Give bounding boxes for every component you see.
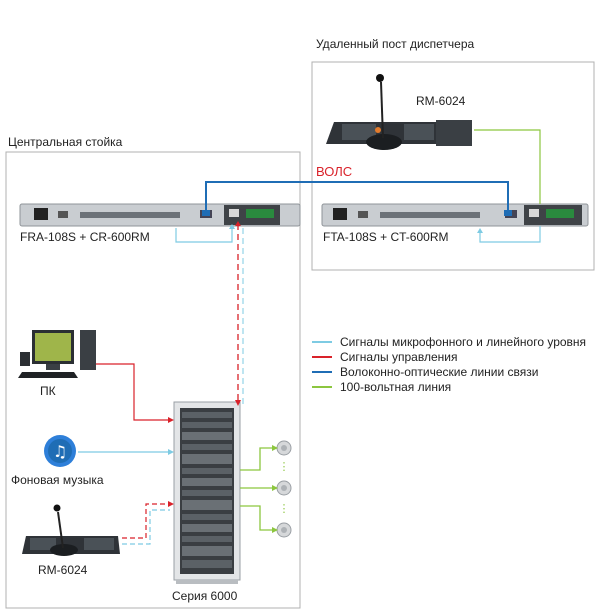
speaker-line-1 (240, 447, 274, 471)
legend-label: Волоконно-оптические линии связи (340, 364, 539, 379)
fiber-port-right (504, 210, 512, 216)
rm-bottom-arrow (168, 501, 174, 507)
svg-text:⋮: ⋮ (279, 503, 290, 515)
mic-link-fra (175, 226, 233, 243)
pc-control-link (96, 363, 170, 421)
speaker-arrow-1 (272, 445, 278, 451)
mic-arrow-fta (477, 228, 483, 233)
legend-item: Сигналы управления (312, 349, 586, 364)
speaker-group: ⋮ ⋮ (276, 440, 292, 538)
pc-computer (18, 330, 96, 378)
remote-post-frame (311, 61, 595, 271)
speaker-arrow-3 (272, 527, 278, 533)
speaker-line-3 (240, 505, 274, 531)
central-rack-label: Центральная стойка (8, 135, 123, 149)
svg-text:⋮: ⋮ (279, 461, 290, 473)
svg-text:♫: ♫ (53, 442, 67, 461)
rm-bottom-mic-link (122, 509, 170, 545)
fta-label: FTA-108S + CT-600RM (323, 230, 449, 244)
music-label: Фоновая музыка (11, 473, 104, 487)
speaker-arrow-2 (272, 485, 278, 491)
rm-top-label: RM-6024 (416, 94, 466, 108)
legend-swatch (312, 340, 332, 343)
remote-microphone-bottom (22, 504, 120, 556)
rm-bottom-control-link (122, 503, 170, 539)
series-label: Серия 6000 (172, 589, 238, 603)
legend-swatch (312, 385, 332, 388)
remote-microphone-top (326, 74, 472, 150)
fiber-label: ВОЛС (316, 164, 353, 179)
legend-label: Сигналы микрофонного и линейного уровня (340, 334, 587, 349)
legend-item: Сигналы микрофонного и линейного уровня (312, 334, 586, 349)
music-arrow (168, 449, 174, 455)
legend-swatch (312, 370, 332, 373)
mic-arrow-fra (229, 224, 235, 229)
legend-item: Волоконно-оптические линии связи (312, 364, 586, 379)
pc-label: ПК (40, 384, 56, 398)
fta-unit (321, 203, 589, 227)
music-note-icon: ♫ (44, 435, 76, 467)
legend-item: 100-вольтная линия (312, 379, 586, 394)
fra-label: FRA-108S + CR-600RM (20, 230, 150, 244)
mic-link-fta (479, 226, 541, 243)
fiber-port-left (202, 210, 210, 216)
fiber-link (205, 181, 509, 213)
remote-post-label: Удаленный пост диспетчера (316, 37, 475, 51)
control-arrow-down (235, 400, 241, 406)
series-6000-rack (173, 401, 241, 584)
rm-bottom-label: RM-6024 (38, 563, 88, 577)
central-rack-frame (5, 151, 301, 609)
legend-label: Сигналы управления (340, 349, 458, 364)
fra-unit (19, 203, 301, 227)
legend-swatch (312, 355, 332, 358)
pc-control-arrow (168, 417, 174, 423)
legend-label: 100-вольтная линия (340, 379, 452, 394)
line-100v-remote (474, 129, 541, 204)
control-arrow-up (235, 221, 241, 226)
